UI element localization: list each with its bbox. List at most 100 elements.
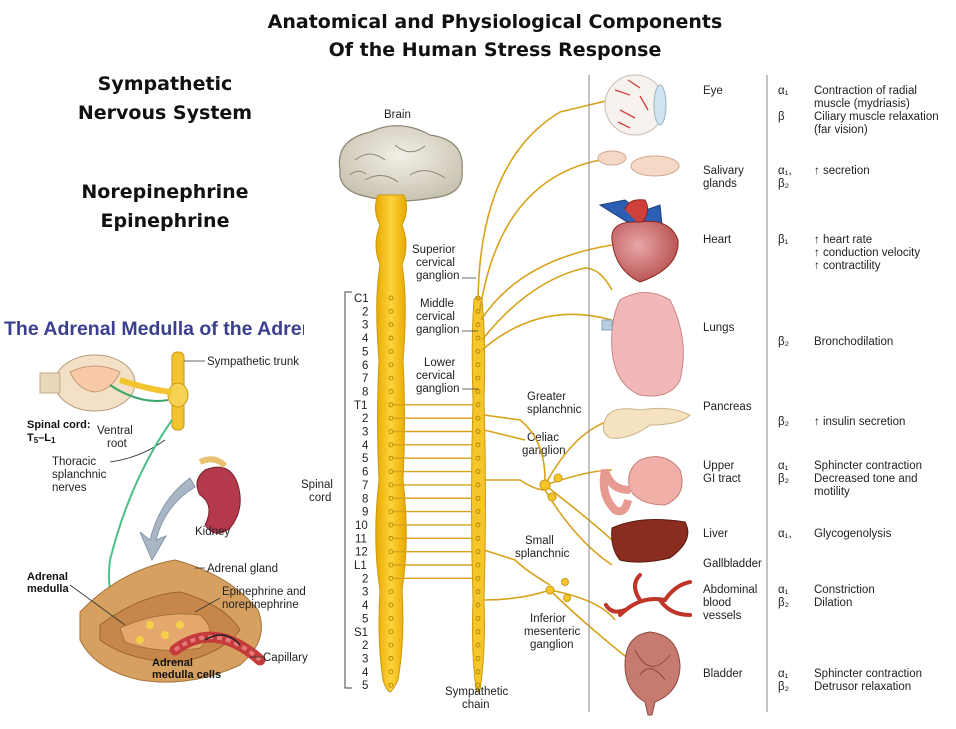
segment-label: 2 bbox=[362, 640, 368, 652]
spinal-cord-icon bbox=[374, 194, 408, 693]
segment-label: 4 bbox=[362, 333, 369, 345]
sympathetic-heading: Sympathetic Nervous System bbox=[60, 70, 270, 128]
segment-label: 12 bbox=[355, 547, 368, 559]
celiac-ganglion-label-2: ganglion bbox=[522, 445, 565, 457]
segment-dot bbox=[388, 389, 394, 394]
superior-ganglion-label-2: cervical bbox=[416, 257, 455, 269]
hormone-epinephrine: Epinephrine bbox=[100, 210, 230, 232]
spinal-bracket bbox=[344, 291, 352, 689]
segment-label: T1 bbox=[354, 400, 367, 412]
segment-label: 3 bbox=[362, 320, 368, 332]
hormones-heading: Norepinephrine Epinephrine bbox=[60, 178, 270, 236]
adrenal-gland-label: Adrenal gland bbox=[207, 563, 278, 575]
pancreas-icon bbox=[602, 407, 691, 439]
chain-dot bbox=[475, 469, 481, 474]
sympathetic-line-2: Nervous System bbox=[77, 102, 253, 124]
segment-label: 5 bbox=[362, 680, 368, 692]
celiac-ganglion-label-1: Celiac bbox=[527, 432, 559, 444]
eye-icon bbox=[604, 74, 667, 136]
sympathetic-chain-icon bbox=[471, 295, 486, 693]
chain-dot bbox=[475, 389, 481, 394]
sympathetic-line-1: Sympathetic bbox=[97, 73, 233, 95]
heart-icon bbox=[598, 199, 679, 283]
salivary-glands-icon bbox=[597, 150, 680, 177]
thoracic-label-1: Thoracic bbox=[52, 456, 96, 468]
brain-icon bbox=[338, 125, 463, 202]
chain-dot bbox=[475, 442, 481, 448]
segment-dot bbox=[388, 375, 394, 381]
segment-label: 5 bbox=[362, 613, 368, 625]
spinal-cord-label-2: cord bbox=[309, 492, 331, 504]
segment-label: 3 bbox=[362, 427, 368, 439]
greater-splanchnic-label-2: splanchnic bbox=[527, 404, 582, 416]
adrenal-medulla-label-2: medulla bbox=[27, 583, 69, 595]
chain-dot bbox=[475, 415, 481, 421]
thoracic-label-3: nerves bbox=[52, 482, 87, 494]
organ-name-liver: Liver bbox=[703, 528, 728, 540]
chain-dot bbox=[475, 429, 481, 434]
chain-dot bbox=[475, 335, 481, 341]
effect-liver: Glycogenolysis bbox=[814, 528, 892, 540]
organ-name-bladder: Bladder bbox=[703, 668, 743, 680]
ventral-root-label-2: root bbox=[107, 438, 128, 450]
receptor-salivary: α₁,β₂ bbox=[778, 165, 792, 190]
kidney-icon bbox=[196, 456, 241, 534]
segment-label: 4 bbox=[362, 440, 369, 452]
inferior-ganglion-label-3: ganglion bbox=[530, 639, 573, 651]
sympathetic-chain-label-1: Sympathetic bbox=[445, 686, 509, 698]
chain-dot bbox=[475, 656, 481, 661]
hormone-norepinephrine: Norepinephrine bbox=[81, 181, 249, 203]
chain-dot bbox=[475, 348, 481, 354]
chain-ganglia-dots bbox=[475, 295, 481, 688]
segment-dot bbox=[388, 589, 394, 595]
small-splanchnic-label-1: Small bbox=[525, 535, 554, 547]
segment-dot bbox=[388, 322, 394, 328]
adrenal-medulla-label-1: Adrenal bbox=[27, 571, 68, 583]
organ-name-heart: Heart bbox=[703, 234, 732, 246]
chain-dot bbox=[475, 669, 481, 675]
segment-label: 10 bbox=[355, 520, 368, 532]
sympathetic-trunk-icon bbox=[109, 351, 189, 431]
sympathetic-chain-label-2: chain bbox=[462, 699, 490, 711]
chain-dot bbox=[475, 535, 481, 541]
ventral-root-label-1: Ventral bbox=[97, 425, 133, 437]
kidney-label: Kidney bbox=[195, 526, 230, 538]
segment-dot bbox=[388, 295, 394, 301]
receptor-pancreas: β₂ bbox=[778, 416, 790, 428]
middle-ganglion-label-3: ganglion bbox=[416, 324, 459, 336]
chain-dot bbox=[475, 308, 481, 314]
lungs-icon bbox=[601, 292, 684, 397]
segment-label: 5 bbox=[362, 453, 368, 465]
organ-name-eye: Eye bbox=[703, 85, 723, 97]
spinal-levels-label: T5–L1 bbox=[27, 432, 56, 445]
segment-dot bbox=[388, 362, 394, 368]
segment-label: 4 bbox=[362, 600, 369, 612]
spinal-cord-label-1: Spinal bbox=[301, 479, 333, 491]
title-line-2: Of the Human Stress Response bbox=[328, 39, 662, 61]
segment-dot bbox=[388, 629, 394, 635]
segment-dot bbox=[388, 642, 394, 648]
chain-dot bbox=[475, 629, 481, 635]
chain-dot bbox=[475, 402, 481, 408]
segment-dot bbox=[388, 348, 394, 354]
lower-ganglion-label-1: Lower bbox=[424, 357, 455, 369]
chain-dot bbox=[475, 589, 481, 595]
greater-splanchnic-label-1: Greater bbox=[527, 391, 566, 403]
inferior-ganglion-label-1: Inferior bbox=[530, 613, 566, 625]
effect-eye: Contraction of radial muscle (mydriasis)… bbox=[814, 85, 939, 136]
segment-label: 9 bbox=[362, 507, 368, 519]
thoracic-label-2: splanchnic bbox=[52, 469, 107, 481]
epinephrine-label-1: Epinephrine and bbox=[222, 586, 306, 598]
segment-label: C1 bbox=[354, 293, 369, 305]
chain-dot bbox=[475, 602, 481, 608]
effect-heart: ↑ heart rate↑ conduction velocity↑ contr… bbox=[814, 234, 921, 272]
